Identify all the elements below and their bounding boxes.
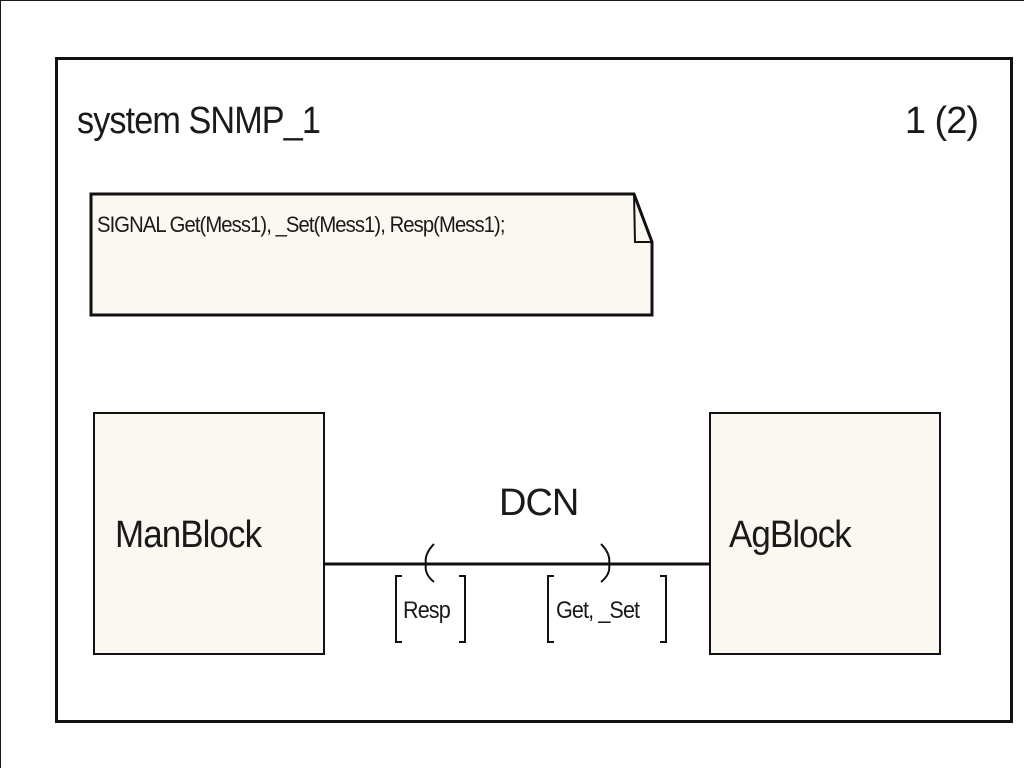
channel-name: DCN (499, 482, 579, 524)
block-manblock[interactable]: ManBlock (93, 412, 325, 655)
text-symbol-fold (633, 193, 652, 243)
system-frame (55, 57, 1013, 723)
signal-declaration: SIGNAL Get(Mess1), _Set(Mess1), Resp(Mes… (97, 212, 505, 237)
signal-list-get-set: Get, _Set (556, 597, 640, 624)
system-title: system SNMP_1 (77, 100, 321, 142)
signal-list-resp: Resp (403, 597, 451, 624)
block-label: ManBlock (115, 514, 262, 556)
page-number: 1 (2) (904, 100, 979, 142)
block-agblock[interactable]: AgBlock (709, 412, 941, 655)
block-label: AgBlock (729, 514, 852, 556)
text-symbol-body (89, 192, 654, 317)
text-symbol (89, 192, 654, 317)
